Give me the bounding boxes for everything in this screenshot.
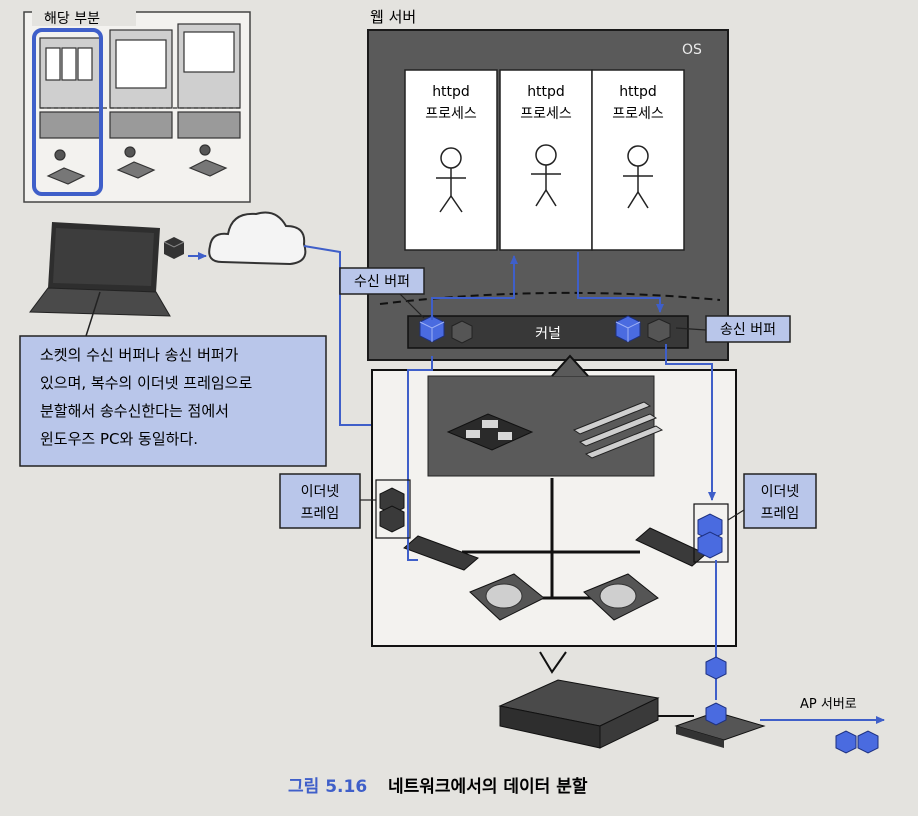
process-panel-2: httpd 프로세스 xyxy=(499,69,593,251)
process-3-name: httpd xyxy=(619,84,657,100)
left-frame-path xyxy=(407,356,433,561)
packet-blue-icon xyxy=(705,702,727,726)
callout-line-1: 소켓의 수신 버퍼나 송신 버퍼가 xyxy=(40,346,239,364)
right-frame-path xyxy=(665,344,716,501)
send-buffer-cubes xyxy=(615,315,671,343)
ethernet-frame-left-line1: 이더넷 xyxy=(301,484,340,500)
send-buffer-tag: 송신 버퍼 xyxy=(705,315,791,343)
switch-icon xyxy=(674,711,766,748)
ap-server-label: AP 서버로 xyxy=(800,697,857,712)
callout-line-2: 있으며, 복수의 이더넷 프레임으로 xyxy=(40,374,252,392)
packet-icon xyxy=(163,237,185,259)
recv-to-process-arrow xyxy=(431,255,518,320)
process-3-label: 프로세스 xyxy=(612,106,664,122)
cloud-icon xyxy=(208,211,307,266)
process-2-label: 프로세스 xyxy=(520,106,572,122)
process-panel-3: httpd 프로세스 xyxy=(591,69,685,251)
process-to-send-arrow xyxy=(577,252,664,313)
hard-disk-left-icon xyxy=(469,573,545,621)
kernel-label: 커널 xyxy=(535,326,561,342)
recv-buffer-label: 수신 버퍼 xyxy=(354,274,410,290)
inset-panel: 해당 부분 xyxy=(23,10,251,203)
server-title: 웹 서버 xyxy=(370,8,416,26)
callout-box: 소켓의 수신 버퍼나 송신 버퍼가 있으며, 복수의 이더넷 프레임으로 분할해… xyxy=(19,335,327,467)
packet-stack-icon xyxy=(835,730,879,754)
hard-disk-right-icon xyxy=(583,573,659,621)
stick-figure-icon xyxy=(436,147,466,213)
cpu-chip-icon xyxy=(446,413,534,451)
user-kernel-boundary xyxy=(379,291,721,305)
process-panel-1: httpd 프로세스 xyxy=(404,69,498,251)
stick-figure-icon xyxy=(623,145,653,209)
callout-pointer xyxy=(551,354,589,377)
ethernet-frame-left-tag: 이더넷 프레임 xyxy=(279,473,361,529)
send-buffer-label: 송신 버퍼 xyxy=(720,322,776,338)
ethernet-frame-left-line2: 프레임 xyxy=(301,506,340,522)
os-label: OS xyxy=(682,42,702,58)
process-1-name: httpd xyxy=(432,84,470,100)
inset-highlight xyxy=(32,28,103,196)
laptop-icon xyxy=(29,222,171,317)
inset-label: 해당 부분 xyxy=(44,11,100,27)
ethernet-frame-right-line2: 프레임 xyxy=(761,506,800,522)
nic-card-left-icon xyxy=(403,535,479,571)
router-icon xyxy=(498,679,660,749)
packet-blue-icon xyxy=(705,656,727,680)
ethernet-frame-right-tag: 이더넷 프레임 xyxy=(743,473,817,529)
ethernet-frame-right-line1: 이더넷 xyxy=(761,484,800,500)
hardware-box xyxy=(371,369,737,647)
caption-title: 네트워크에서의 데이터 분할 xyxy=(388,777,588,797)
inset-mini-servers xyxy=(39,23,241,185)
caption-number: 그림 5.16 xyxy=(288,777,367,797)
recv-buffer-tag: 수신 버퍼 xyxy=(339,267,425,295)
recv-buffer-cubes xyxy=(419,315,473,344)
callout-line-4: 윈도우즈 PC와 동일하다. xyxy=(40,430,198,448)
process-1-label: 프로세스 xyxy=(425,106,477,122)
ethernet-frames-right xyxy=(697,513,723,559)
process-2-name: httpd xyxy=(527,84,565,100)
kernel-bar xyxy=(407,315,689,349)
stick-figure-icon xyxy=(531,144,561,207)
memory-module-icon xyxy=(572,401,664,459)
ethernet-frames-left xyxy=(379,487,405,533)
callout-line-3: 분할해서 송수신한다는 점에서 xyxy=(40,402,229,420)
